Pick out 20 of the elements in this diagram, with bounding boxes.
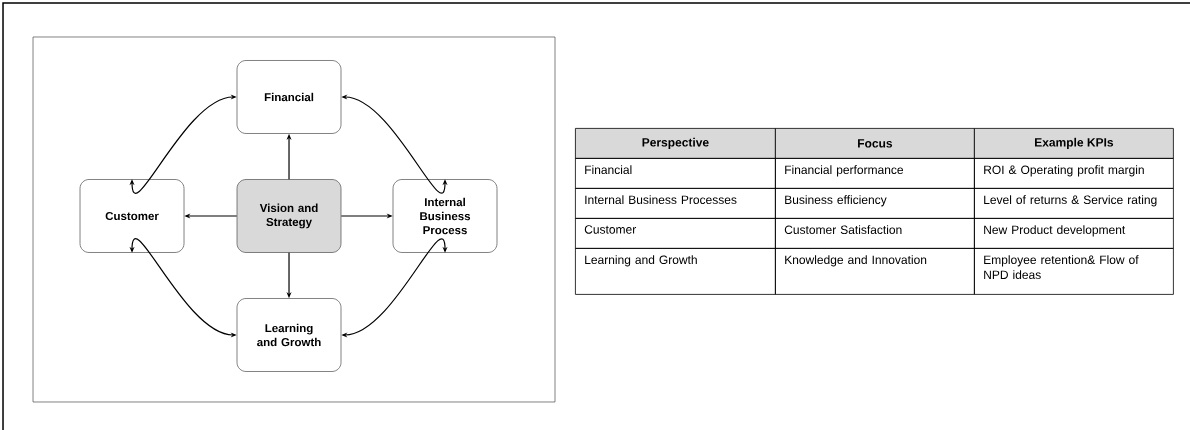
table-cell-text: Customer (584, 225, 636, 234)
table-cell-text: Knowledge and Innovation (785, 255, 927, 267)
table-cell-text: Level of returns & Service rating (984, 195, 1157, 207)
table-cell-text: New Product development (984, 225, 1126, 237)
process-box: Vision and Strategy (236, 179, 342, 253)
table-cell-text: ROI & Operating profit margin (984, 165, 1144, 177)
process-box: Financial (236, 60, 342, 134)
table-cell-text: Employee retention& Flow of NPD ideas (984, 255, 1139, 279)
table-cell-text: Internal Business Processes (585, 195, 737, 204)
table-cell-text: Business efficiency (785, 195, 887, 207)
process-box: Customer (79, 179, 185, 253)
header-cell: Perspective (575, 128, 776, 159)
table-cell-text: Financial performance (785, 165, 904, 177)
table-cell-text: Customer Satisfaction (784, 225, 902, 234)
table-cell-text: Financial (585, 165, 632, 174)
process-box: Internal Business Process (392, 179, 498, 253)
process-box: Learning and Growth (236, 298, 342, 372)
header-cell: Example KPIs (974, 128, 1174, 159)
header-cell: Focus (775, 128, 975, 159)
table-cell-text: Learning and Growth (585, 255, 697, 267)
